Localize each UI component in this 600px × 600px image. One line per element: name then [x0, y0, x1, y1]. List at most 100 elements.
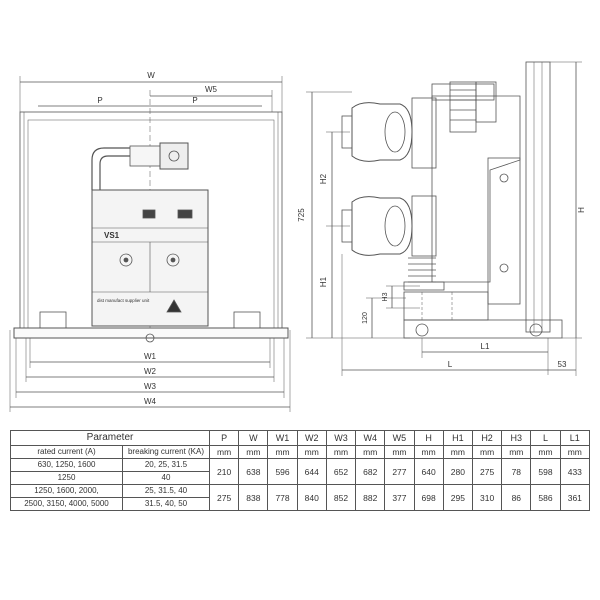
indicator-window-right [177, 209, 193, 219]
table-subheader-row: rated current (A) breaking current (KA) … [10, 445, 591, 459]
value-cell: 78 [501, 458, 532, 485]
dim-label-p-right: P [192, 96, 197, 105]
mechanism-frame [487, 157, 521, 305]
value-cell: 644 [296, 458, 327, 485]
value-cell: 280 [442, 458, 473, 485]
dim-label-w4: W4 [144, 397, 157, 406]
param-header: P [208, 430, 240, 446]
value-cell: 596 [267, 458, 298, 485]
unit-cell: mm [296, 445, 327, 459]
breaking-current-cell: 40 [122, 471, 210, 485]
dim-label-h3: H3 [382, 292, 389, 301]
value-cell: 640 [413, 458, 444, 485]
rated-current-header: rated current (A) [10, 445, 123, 459]
unit-cell: mm [413, 445, 444, 459]
rated-current-cell: 1250, 1600, 2000, [10, 484, 123, 498]
vertical-rail [525, 61, 551, 333]
unit-cell: mm [559, 445, 591, 459]
breaking-current-cell: 20, 25, 31.5 [122, 458, 210, 472]
unit-cell: mm [384, 445, 415, 459]
top-insulator-base [431, 83, 495, 101]
wheel-left [39, 311, 67, 329]
wheel-right [233, 311, 261, 329]
table-row: 1250, 1600, 2000, 25, 31.5, 40 275 838 7… [10, 484, 591, 511]
technical-drawing: W W5 P P VS1 dist manufact supplier unit… [9, 61, 586, 412]
side-view [306, 61, 582, 376]
breaking-current-cell: 31.5, 40, 50 [122, 497, 210, 511]
rated-current-cell: 2500, 3150, 4000, 5000 [10, 497, 123, 511]
value-cell: 840 [296, 484, 327, 511]
unit-cell: mm [471, 445, 503, 459]
rated-current-cell: 630, 1250, 1600 [10, 458, 123, 472]
param-header: W1 [267, 430, 298, 446]
lower-bushing [351, 196, 413, 256]
indicator-window-left [142, 209, 156, 219]
dim-label-53: 53 [558, 360, 567, 369]
table-row: 2500, 3150, 4000, 5000 31.5, 40, 50 [10, 497, 590, 511]
value-cell: 377 [384, 484, 415, 511]
dim-label-h1: H1 [319, 276, 328, 287]
param-header: L [530, 430, 561, 446]
value-cell: 586 [530, 484, 561, 511]
operating-knob-left [119, 253, 133, 267]
value-cell: 210 [208, 458, 240, 485]
dim-label-w2: W2 [144, 367, 157, 376]
unit-cell: mm [442, 445, 473, 459]
param-header: H1 [442, 430, 473, 446]
top-insulator [449, 81, 477, 133]
value-cell: 277 [384, 458, 415, 485]
dim-label-725: 725 [297, 208, 306, 222]
truck-base [13, 327, 289, 339]
param-header: W [238, 430, 269, 446]
value-cell: 86 [501, 484, 532, 511]
value-cell: 682 [355, 458, 386, 485]
param-header: H3 [501, 430, 532, 446]
front-view [9, 76, 291, 412]
warning-icon [166, 299, 182, 313]
dim-label-h2: H2 [319, 173, 328, 184]
param-header: H [413, 430, 444, 446]
value-cell: 652 [325, 458, 357, 485]
nameplate-text: dist manufact supplier unit [97, 298, 150, 303]
unit-cell: mm [238, 445, 269, 459]
param-header: W3 [325, 430, 357, 446]
operating-knob-right [166, 253, 180, 267]
breaker-panel-label: VS1 [104, 231, 120, 240]
rated-current-cell: 1250 [10, 471, 123, 485]
unit-cell: mm [208, 445, 240, 459]
unit-cell: mm [501, 445, 532, 459]
wheel-rear [529, 323, 543, 337]
breaking-current-header: breaking current (KA) [122, 445, 210, 459]
parameter-table: Parameter P W W1 W2 W3 W4 W5 H H1 H2 H3 … [10, 430, 591, 511]
param-header: W2 [296, 430, 327, 446]
dim-label-w: W [147, 71, 155, 80]
param-header: W4 [355, 430, 386, 446]
upper-bushing [351, 102, 413, 162]
value-cell: 852 [325, 484, 357, 511]
dim-label-l: L [448, 360, 453, 369]
value-cell: 433 [559, 458, 591, 485]
unit-cell: mm [267, 445, 298, 459]
unit-cell: mm [325, 445, 357, 459]
dim-label-l1: L1 [481, 342, 490, 351]
table-header-row: Parameter P W W1 W2 W3 W4 W5 H H1 H2 H3 … [10, 430, 591, 446]
param-header: L1 [559, 430, 591, 446]
value-cell: 275 [471, 458, 503, 485]
wheel-front [415, 323, 429, 337]
chassis-block [403, 291, 489, 321]
breaking-current-cell: 25, 31.5, 40 [122, 484, 210, 498]
side-base [403, 319, 563, 339]
value-cell: 598 [530, 458, 561, 485]
value-cell: 638 [238, 458, 269, 485]
dim-label-w3: W3 [144, 382, 157, 391]
value-cell: 882 [355, 484, 386, 511]
table-row: 630, 1250, 1600 20, 25, 31.5 210 638 596… [10, 458, 591, 485]
value-cell: 275 [208, 484, 240, 511]
value-cell: 310 [471, 484, 503, 511]
table-row: 1250 40 [10, 471, 590, 485]
value-cell: 698 [413, 484, 444, 511]
value-cell: 361 [559, 484, 591, 511]
unit-cell: mm [530, 445, 561, 459]
value-cell: 778 [267, 484, 298, 511]
contact-arm [91, 147, 130, 190]
